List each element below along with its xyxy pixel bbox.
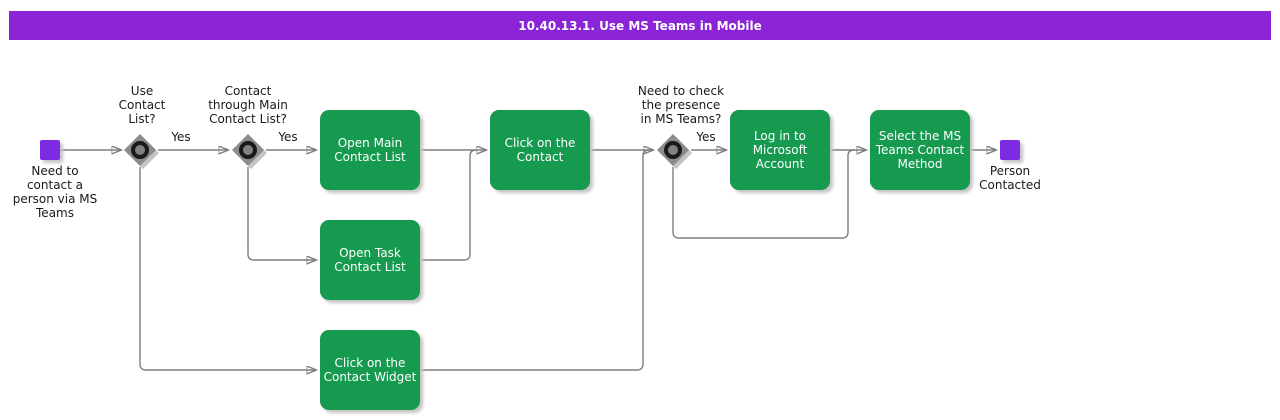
decision-check-presence-ms-teams-label: Need to check the presence in MS Teams?	[637, 84, 725, 126]
decision-contact-through-main-list-label: Contact through Main Contact List?	[208, 84, 288, 126]
diagram-title-bar: 10.40.13.1. Use MS Teams in Mobile	[9, 11, 1271, 40]
start-event-label: Need to contact a person via MS Teams	[12, 164, 98, 220]
decision-contact-through-main-list	[232, 134, 267, 169]
start-event	[40, 140, 60, 160]
activity-select-ms-teams-contact-method: Select the MS Teams Contact Method	[870, 110, 970, 190]
activity-click-on-contact-widget: Click on the Contact Widget	[320, 330, 420, 410]
end-event	[1000, 140, 1020, 160]
branch-yes-label-1: Yes	[171, 130, 191, 144]
activity-log-in-to-microsoft-account: Log in to Microsoft Account	[730, 110, 830, 190]
connector-decision1-no-to-widget	[139, 167, 316, 370]
connector-widget-merge-up	[420, 149, 650, 371]
activity-open-main-contact-list: Open Main Contact List	[320, 110, 420, 190]
decision-check-presence-ms-teams	[657, 134, 692, 169]
branch-yes-label-3: Yes	[696, 130, 716, 144]
connector-decision3-no-bypass	[672, 149, 855, 239]
connector-open-task-merge-up	[420, 149, 477, 261]
end-event-label: Person Contacted	[979, 164, 1041, 192]
decision-use-contact-list	[124, 134, 159, 169]
activity-click-on-the-contact: Click on the Contact	[490, 110, 590, 190]
connector-decision2-no-to-open-task	[247, 167, 316, 260]
decision-use-contact-list-label: Use Contact List?	[118, 84, 166, 126]
activity-open-task-contact-list: Open Task Contact List	[320, 220, 420, 300]
branch-yes-label-2: Yes	[278, 130, 298, 144]
diagram-title: 10.40.13.1. Use MS Teams in Mobile	[518, 18, 762, 33]
